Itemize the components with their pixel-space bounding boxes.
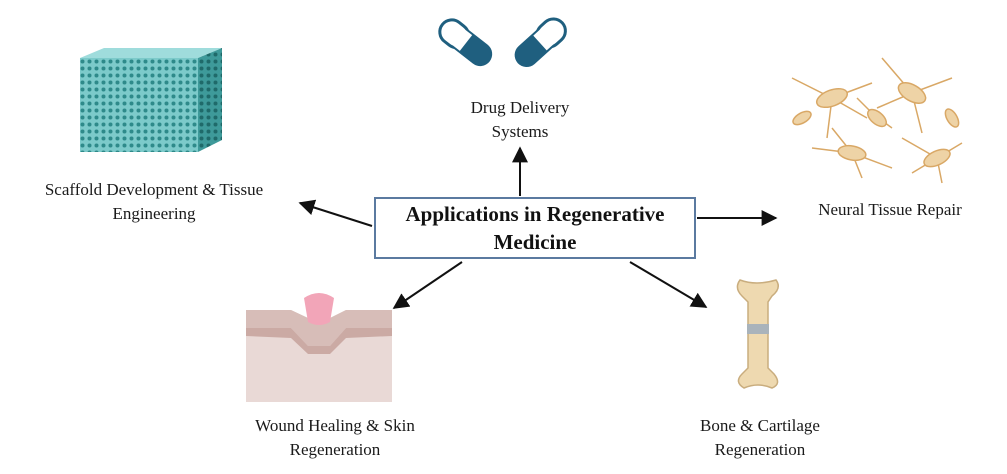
scaffold-label: Scaffold Development & Tissue Engineerin…	[8, 178, 300, 226]
drug-delivery-line1: Drug Delivery	[470, 98, 570, 117]
drug-delivery-label: Drug Delivery Systems	[420, 96, 620, 144]
center-title-line1: Applications in Regenerative	[405, 202, 665, 226]
bone-line1: Bone & Cartilage	[700, 416, 820, 435]
center-topic-box: Applications in Regenerative Medicine	[374, 197, 696, 259]
scaffold-line2: Engineering	[112, 204, 196, 223]
bone-label: Bone & Cartilage Regeneration	[660, 414, 860, 462]
skin-wound-icon	[246, 288, 392, 402]
bone-line2: Regeneration	[714, 440, 806, 459]
neuron-cells-icon	[791, 57, 963, 184]
capsule-icon	[438, 17, 567, 68]
wound-label: Wound Healing & Skin Regeneration	[210, 414, 460, 462]
arrow-to-wound	[392, 261, 463, 309]
wound-line1: Wound Healing & Skin	[255, 416, 415, 435]
bone-icon	[736, 279, 779, 389]
neural-line1: Neural Tissue Repair	[818, 200, 962, 219]
scaffold-line1: Scaffold Development & Tissue	[44, 180, 264, 199]
scaffold-cube-icon	[80, 48, 222, 152]
arrow-to-bone	[629, 261, 708, 308]
arrow-to-scaffold	[298, 199, 373, 227]
wound-line2: Regeneration	[289, 440, 381, 459]
neural-label: Neural Tissue Repair	[790, 198, 990, 222]
drug-delivery-line2: Systems	[491, 122, 549, 141]
center-title-line2: Medicine	[493, 230, 577, 254]
